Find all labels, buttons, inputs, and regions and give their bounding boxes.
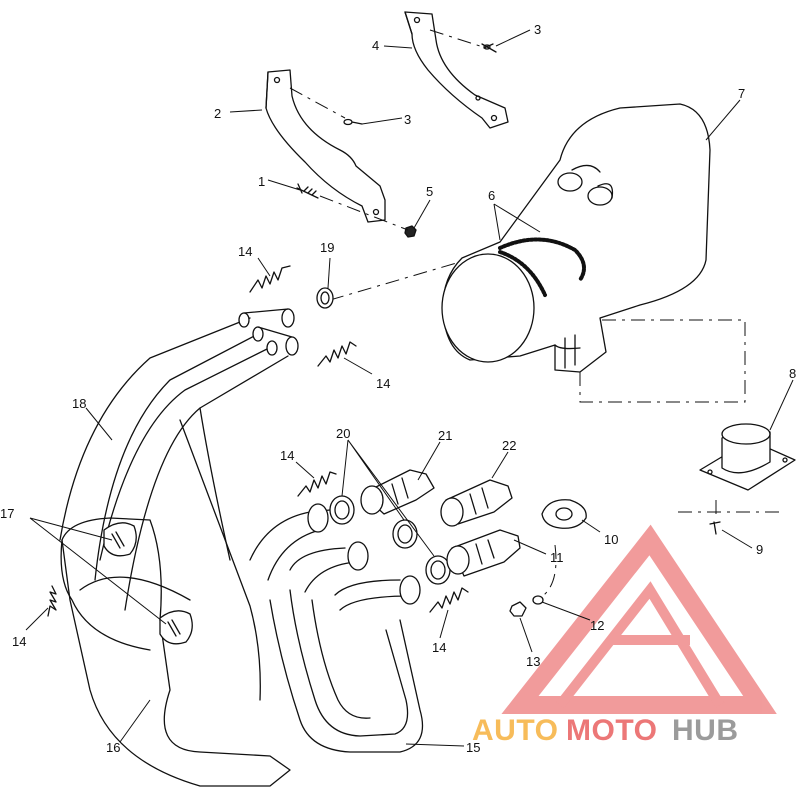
callout-13: 13 bbox=[526, 654, 540, 669]
callout-2: 2 bbox=[214, 106, 221, 121]
watermark-text: AUTO MOTO HUB bbox=[472, 714, 739, 747]
washer-part-12 bbox=[532, 595, 544, 605]
mount-part-8 bbox=[699, 423, 796, 491]
bolt-part-3-mid bbox=[343, 118, 363, 126]
bolt-part-3-top bbox=[481, 43, 497, 53]
spring-part-14-d bbox=[47, 585, 57, 617]
coupler-part-11 bbox=[446, 529, 521, 577]
spring-part-14-a bbox=[249, 265, 291, 293]
callout-20: 20 bbox=[336, 426, 350, 441]
spring-part-14-b bbox=[317, 341, 357, 367]
callout-8: 8 bbox=[789, 366, 796, 381]
header-pipe-part-15 bbox=[249, 503, 424, 753]
callout-3-top: 3 bbox=[534, 22, 541, 37]
watermark-logo bbox=[501, 524, 777, 714]
callout-11: 11 bbox=[550, 550, 564, 565]
callout-14-a: 14 bbox=[238, 244, 252, 259]
assembly-lines bbox=[289, 29, 780, 599]
callout-1: 1 bbox=[258, 174, 265, 189]
bolt-part-1 bbox=[296, 183, 319, 199]
bolt-part-9 bbox=[709, 521, 721, 535]
coupler-part-21 bbox=[360, 469, 435, 515]
callout-14-b: 14 bbox=[376, 376, 390, 391]
spring-part-14-e bbox=[429, 587, 469, 613]
muffler-part-7 bbox=[441, 103, 711, 373]
callout-14-d: 14 bbox=[12, 634, 26, 649]
leader-lines bbox=[25, 29, 794, 747]
bracket-part-4 bbox=[404, 11, 509, 129]
bracket-part-2 bbox=[265, 69, 386, 223]
watermark-hub: HUB bbox=[672, 714, 739, 747]
callout-14-c: 14 bbox=[280, 448, 294, 463]
silencer-part-16 bbox=[60, 517, 291, 787]
callout-9: 9 bbox=[756, 542, 763, 557]
callout-7: 7 bbox=[738, 86, 745, 101]
callout-6: 6 bbox=[488, 188, 495, 203]
watermark-moto: MOTO bbox=[566, 714, 657, 747]
callout-22: 22 bbox=[502, 438, 516, 453]
header-pipe-part-18 bbox=[59, 308, 299, 701]
watermark-auto: AUTO bbox=[472, 714, 558, 747]
callout-labels: 1 2 3 3 4 5 6 7 8 9 10 11 12 13 14 14 14… bbox=[0, 22, 796, 755]
callout-21: 21 bbox=[438, 428, 452, 443]
nut-part-13 bbox=[509, 601, 527, 617]
clamp-part-20 bbox=[329, 495, 451, 585]
callout-17: 17 bbox=[0, 506, 14, 521]
callout-12: 12 bbox=[590, 618, 604, 633]
coupler-part-22 bbox=[440, 479, 513, 527]
clamp-part-19 bbox=[316, 287, 334, 309]
callout-16: 16 bbox=[106, 740, 120, 755]
callout-3-mid: 3 bbox=[404, 112, 411, 127]
callout-19: 19 bbox=[320, 240, 334, 255]
callout-4: 4 bbox=[372, 38, 379, 53]
spring-part-14-c bbox=[297, 471, 337, 497]
callout-18: 18 bbox=[72, 396, 86, 411]
callout-10: 10 bbox=[604, 532, 618, 547]
callout-15: 15 bbox=[466, 740, 480, 755]
callout-5: 5 bbox=[426, 184, 433, 199]
callout-14-e: 14 bbox=[432, 640, 446, 655]
nut-part-5 bbox=[404, 225, 417, 238]
gasket-part-10 bbox=[541, 499, 587, 529]
